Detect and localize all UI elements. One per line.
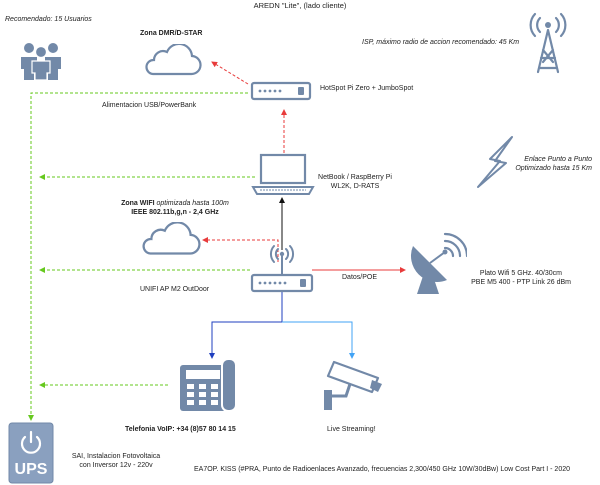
users-icon (21, 43, 61, 80)
link-ap-cloud (202, 237, 279, 262)
streaming-label: Live Streaming! (327, 426, 376, 433)
link-label-2: Optimizado hasta 15 Km (515, 165, 592, 172)
radio-tower-icon (529, 12, 567, 74)
power-line-hotspot (28, 92, 248, 421)
footer-credit: EA7OP. KISS (#PRA, Punto de Radioenlaces… (193, 466, 570, 473)
ups-description-1: SAI, Instalacion Fotovoltaica (71, 453, 161, 460)
router-ap-icon (250, 245, 314, 293)
laptop-icon (251, 153, 315, 195)
hotspot-label: HotSpot Pi Zero + JumboSpot (320, 85, 414, 92)
voip-phone-icon (180, 358, 237, 412)
plato-label-2: PBE M5 400 - PTP Link 26 dBm (471, 279, 571, 286)
cloud-icon (145, 44, 202, 76)
ups-label: UPS (15, 461, 48, 478)
users-label: Recomendado: 15 Usuarios (5, 16, 92, 23)
ups-description-2: con Inversor 12v - 220v (79, 462, 153, 469)
wifi-zone-suffix: optimizada hasta 100m (154, 200, 229, 207)
ups-icon: UPS (8, 422, 54, 484)
unifi-label: UNIFI AP M2 OutDoor (140, 286, 210, 293)
satellite-dish-icon (411, 232, 467, 294)
netbook-label-1: NetBook / RaspBerry Pi (318, 174, 392, 181)
plato-label-1: Plato Wifi 5 GHz. 40/30cm (479, 270, 562, 277)
link-ap-camera (282, 321, 355, 359)
wifi-standard-label: IEEE 802.11b,g,n - 2,4 GHz (131, 209, 219, 216)
voip-label: Telefonia VoIP: +34 (8)57 80 14 15 (125, 426, 236, 433)
cctv-camera-icon (324, 360, 382, 410)
diagram-title: AREDN "Lite", (lado cliente) (253, 1, 347, 10)
datos-poe-label: Datos/POE (342, 274, 378, 281)
netbook-label-2: WL2K, D-RATS (330, 183, 380, 190)
hotspot-device-icon (250, 81, 312, 101)
lightning-link-icon (477, 136, 513, 188)
power-label: Alimentacion USB/PowerBank (102, 102, 197, 109)
cloud-icon (142, 222, 201, 255)
zona-dmr-label: Zona DMR/D-STAR (140, 30, 203, 37)
isp-label: ISP, máximo radio de accion recomendado:… (362, 39, 520, 46)
link-ap-phone (209, 290, 283, 359)
link-label-1: Enlace Punto a Punto (524, 156, 592, 163)
wifi-zone-title: Zona WIFI (121, 200, 155, 207)
power-lines (28, 92, 255, 421)
link-hotspot-cloud (211, 61, 249, 85)
wifi-zone-label: Zona WIFI optimizada hasta 100m (90, 199, 260, 208)
